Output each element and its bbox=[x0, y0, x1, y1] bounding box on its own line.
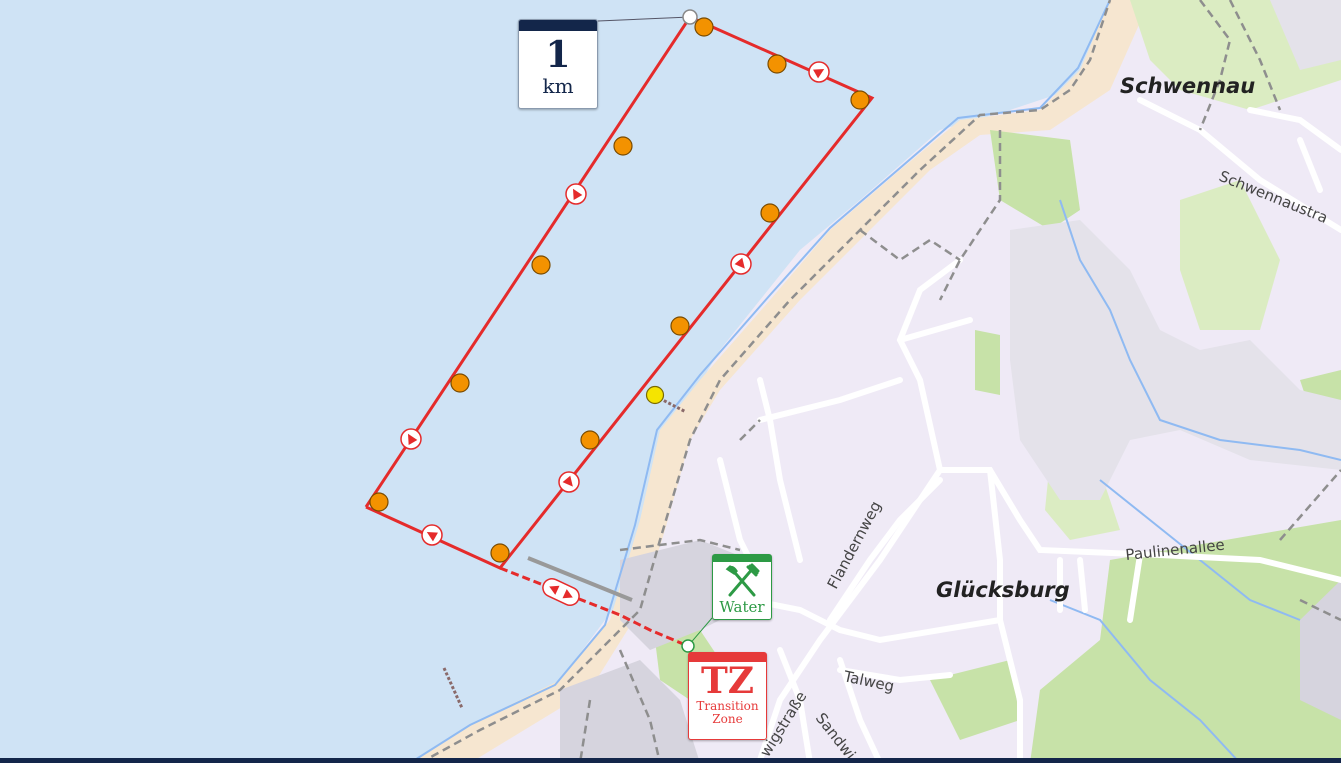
swim-course bbox=[364, 15, 875, 570]
buoy bbox=[767, 54, 787, 74]
direction-arrow-icon bbox=[400, 428, 422, 450]
shoreline bbox=[409, 0, 1111, 763]
buoys bbox=[369, 17, 870, 563]
direction-arrow-icon bbox=[565, 183, 587, 205]
direction-arrow-icon bbox=[808, 61, 830, 83]
park-area bbox=[655, 630, 720, 700]
distance-marker-1km[interactable]: 1 km bbox=[518, 19, 598, 109]
grey-area bbox=[560, 660, 700, 763]
distance-unit: km bbox=[542, 74, 574, 98]
transition-zone-abbr: TZ bbox=[700, 660, 755, 702]
buoy bbox=[580, 430, 600, 450]
fork-knife-icon bbox=[725, 563, 760, 597]
buoy bbox=[760, 203, 780, 223]
buoy bbox=[369, 492, 389, 512]
direction-arrow-icon bbox=[421, 524, 443, 546]
park-area bbox=[975, 330, 1000, 395]
park-area bbox=[990, 130, 1080, 230]
pier bbox=[527, 556, 633, 602]
grey-area bbox=[1300, 580, 1341, 720]
transition-zone-line2: Zone bbox=[712, 712, 743, 726]
stream bbox=[1059, 199, 1341, 461]
buoy bbox=[694, 17, 714, 37]
marker-cap bbox=[713, 555, 771, 562]
park-area bbox=[1030, 520, 1341, 763]
exit-point bbox=[681, 639, 695, 653]
buoy bbox=[670, 316, 690, 336]
course-start-point bbox=[682, 9, 698, 25]
roads bbox=[717, 97, 1341, 763]
park-area bbox=[930, 660, 1020, 740]
buoy bbox=[850, 90, 870, 110]
buoy bbox=[613, 136, 633, 156]
distance-value: 1 bbox=[545, 34, 571, 76]
footpaths bbox=[419, 0, 1341, 763]
stream bbox=[1049, 599, 1241, 763]
grey-area bbox=[1010, 220, 1341, 500]
marker-cap bbox=[519, 20, 597, 31]
direction-arrow-icon bbox=[558, 471, 580, 493]
water-station-label: Water bbox=[719, 598, 765, 616]
transition-zone-marker[interactable]: TZ Transition Zone bbox=[688, 652, 767, 740]
transition-zone-line1: Transition bbox=[696, 699, 759, 713]
footer-bar bbox=[0, 758, 1341, 763]
grey-area bbox=[1270, 0, 1341, 70]
buoy bbox=[531, 255, 551, 275]
beach-strip bbox=[410, 0, 1150, 763]
water-station-marker[interactable]: Water bbox=[712, 554, 772, 620]
direction-arrows bbox=[400, 61, 830, 606]
buoy bbox=[490, 543, 510, 563]
start-buoy bbox=[645, 385, 665, 405]
pier bbox=[442, 667, 464, 709]
direction-arrow-icon bbox=[730, 253, 752, 275]
marker-leader bbox=[597, 16, 691, 22]
place-label-gluecksburg: Glücksburg bbox=[936, 578, 1070, 602]
park-area bbox=[1180, 180, 1280, 330]
place-label-schwennau: Schwennau bbox=[1120, 74, 1255, 98]
buoy bbox=[450, 373, 470, 393]
two-way-arrow-icon bbox=[542, 578, 580, 606]
marker-cap bbox=[689, 653, 766, 662]
